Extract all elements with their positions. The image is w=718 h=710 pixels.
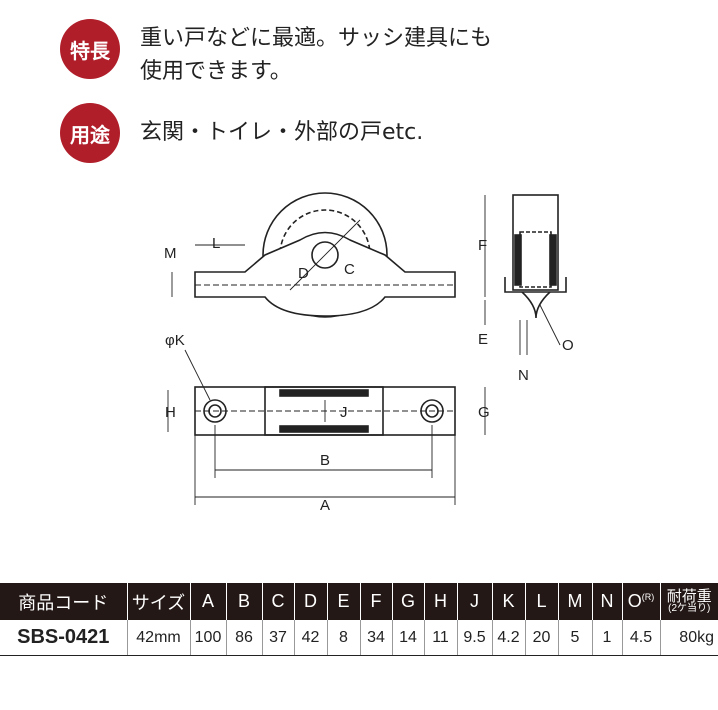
table-cell: 34: [360, 620, 393, 656]
label-G: G: [478, 404, 490, 421]
features-text: 重い戸などに最適。サッシ建具にも使用できます。: [140, 22, 492, 88]
table-cell: 86: [226, 620, 263, 656]
table-cell: 11: [424, 620, 458, 656]
usage-badge: 用途: [60, 103, 120, 163]
header-cell: M: [558, 583, 593, 620]
header-cell: H: [424, 583, 458, 620]
header-cell: C: [262, 583, 295, 620]
table-cell: 9.5: [457, 620, 493, 656]
features-line2: 使用できます。: [140, 59, 292, 84]
table-cell: 42mm: [127, 620, 191, 656]
roller-diagram: L M D C F E O N φK H J G B A: [164, 192, 574, 514]
table-cell: 80kg: [660, 620, 718, 656]
header-o-sup: (R): [641, 592, 655, 602]
label-F: F: [478, 237, 487, 254]
table-cell: 4.2: [492, 620, 526, 656]
table-cell: 8: [327, 620, 361, 656]
features-line1: 重い戸などに最適。サッシ建具にも: [140, 26, 493, 51]
header-cell: サイズ: [127, 583, 191, 620]
table-cell: 4.5: [622, 620, 661, 656]
table-cell: 1: [592, 620, 623, 656]
table-header-row: 商品コード サイズ A B C D E F G H J K L M N O(R)…: [0, 583, 718, 620]
table-cell: 5: [558, 620, 593, 656]
header-cell: K: [492, 583, 526, 620]
header-load-label: 耐荷重: [666, 588, 712, 605]
label-K: φK: [165, 332, 185, 349]
header-cell: D: [294, 583, 328, 620]
label-L: L: [212, 235, 220, 252]
header-o-label: O: [627, 591, 642, 611]
header-cell: B: [226, 583, 263, 620]
table-cell: 37: [262, 620, 295, 656]
label-B: B: [320, 452, 330, 469]
header-cell: J: [457, 583, 493, 620]
label-D: D: [298, 265, 309, 282]
table-cell: 100: [190, 620, 227, 656]
label-J: J: [340, 404, 348, 421]
product-code-cell: SBS-0421: [0, 620, 128, 656]
header-cell: A: [190, 583, 227, 620]
header-cell-load: 耐荷重(2ケ当り): [660, 583, 718, 620]
header-cell: L: [525, 583, 559, 620]
label-E: E: [478, 331, 488, 348]
header-cell: 商品コード: [0, 583, 128, 620]
features-badge: 特長: [60, 19, 120, 79]
label-H: H: [165, 404, 176, 421]
header-cell: E: [327, 583, 361, 620]
header-load-sub: (2ケ当り): [668, 603, 711, 614]
table-cell: 14: [392, 620, 425, 656]
header-cell: N: [592, 583, 623, 620]
table-cell: 20: [525, 620, 559, 656]
label-A: A: [320, 497, 330, 514]
spec-table: 商品コード サイズ A B C D E F G H J K L M N O(R)…: [0, 583, 718, 656]
label-C: C: [344, 261, 355, 278]
table-row: SBS-0421 42mm 100 86 37 42 8 34 14 11 9.…: [0, 620, 718, 656]
label-M: M: [164, 245, 177, 262]
label-O: O: [562, 337, 574, 354]
label-N: N: [518, 367, 529, 384]
header-cell-o: O(R): [622, 583, 661, 620]
usage-text: 玄関・トイレ・外部の戸etc.: [140, 120, 424, 145]
header-cell: F: [360, 583, 393, 620]
header-cell: G: [392, 583, 425, 620]
table-cell: 42: [294, 620, 328, 656]
